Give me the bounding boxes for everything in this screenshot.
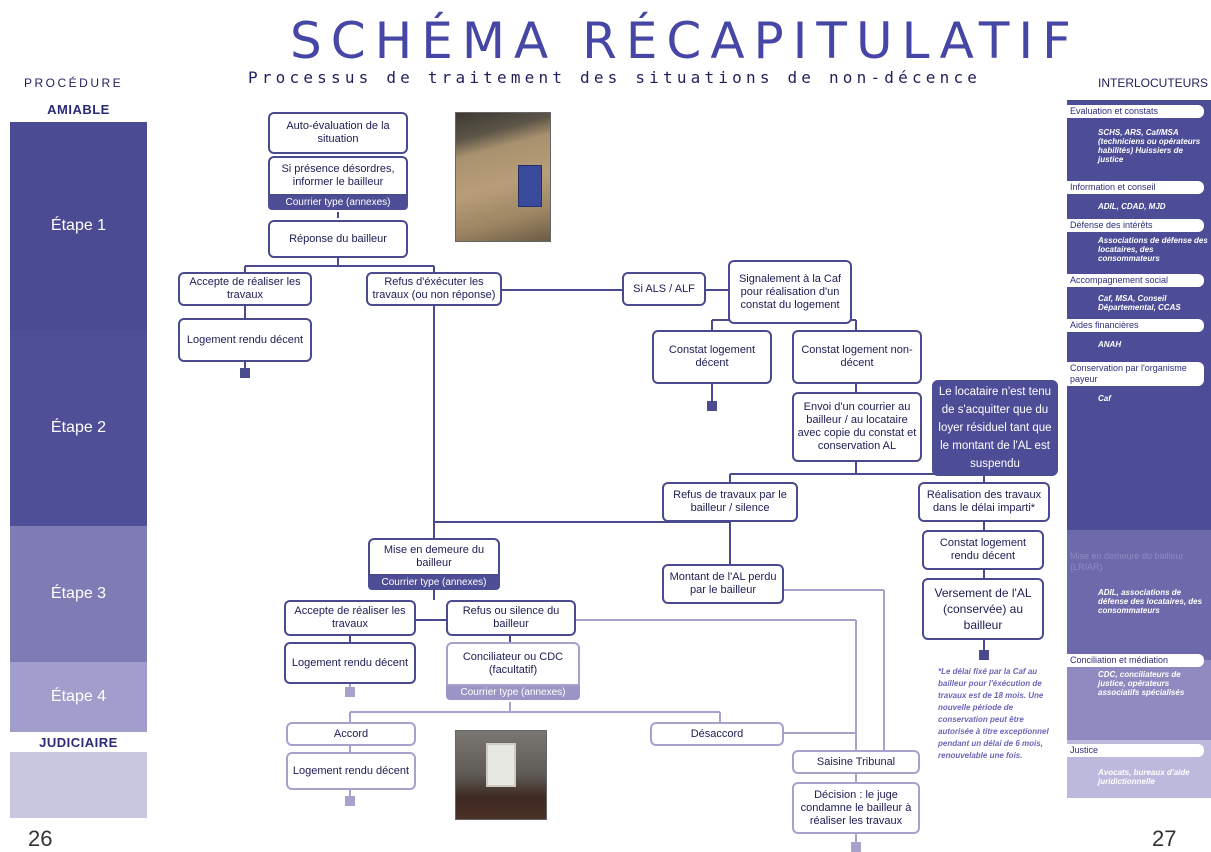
signalement-caf-box: Signalement à la Caf pour réalisation d'…	[728, 260, 852, 324]
page-number-left: 26	[28, 826, 53, 851]
interloc-defense-text: Associations de défense des locataires, …	[1098, 236, 1208, 263]
judiciaire-label: JUDICIAIRE	[39, 735, 118, 750]
facade-photo	[455, 112, 551, 242]
step-4-band: Étape 4	[10, 662, 147, 732]
refus-silence-box: Refus ou silence du bailleur	[446, 600, 576, 636]
right-band-dark	[1067, 100, 1211, 530]
decision-box: Décision : le juge condamne le bailleur …	[792, 782, 920, 834]
interloc-info-title: Information et conseil	[1067, 181, 1204, 194]
end-marker-3	[979, 650, 989, 660]
reponse-bailleur-box: Réponse du bailleur	[268, 220, 408, 258]
step-3-band: Étape 3	[10, 526, 147, 662]
accord-box: Accord	[286, 722, 416, 746]
step-2-band: Étape 2	[10, 330, 147, 526]
right-band-light	[1067, 660, 1211, 740]
constat-rendu-decent-box: Constat logement rendu décent	[922, 530, 1044, 570]
end-marker-5	[345, 796, 355, 806]
interloc-justice-title: Justice	[1067, 744, 1204, 757]
constat-decent-box: Constat logement décent	[652, 330, 772, 384]
interloc-conservation-text: Caf	[1098, 394, 1111, 403]
courrier-type-caption-3: Courrier type (annexes)	[446, 686, 580, 700]
mise-en-demeure-box: Mise en demeure du bailleur	[368, 538, 500, 576]
room-photo	[455, 730, 547, 820]
realisation-travaux-box: Réalisation des travaux dans le délai im…	[918, 482, 1050, 522]
interloc-aides-title: Aides financières	[1067, 319, 1204, 332]
step-3-label: Étape 3	[50, 585, 107, 602]
logement-decent-box-3: Logement rendu décent	[286, 752, 416, 790]
interloc-concil-title: Conciliation et médiation	[1067, 654, 1204, 667]
envoi-courrier-box: Envoi d'un courrier au bailleur / au loc…	[792, 392, 922, 462]
interloc-mise-title: Mise en demeure du bailleur (LR/AR)	[1070, 551, 1184, 572]
end-marker-4	[345, 687, 355, 697]
interloc-evaluation-title: Evaluation et constats	[1067, 105, 1204, 118]
page-subtitle: Processus de traitement des situations d…	[248, 68, 982, 87]
montant-al-perdu-box: Montant de l'AL perdu par le bailleur	[662, 564, 784, 604]
right-band-mid	[1067, 530, 1211, 660]
window-shape	[486, 743, 516, 787]
interloc-concil-text: CDC, conciliateurs de justice, opérateur…	[1098, 670, 1185, 697]
accepte-travaux-box-2: Accepte de réaliser les travaux	[284, 600, 416, 636]
interloc-accomp-title: Accompagnement social	[1067, 274, 1204, 287]
courrier-type-caption-1: Courrier type (annexes)	[268, 196, 408, 210]
judiciaire-band	[10, 752, 147, 818]
saisine-tribunal-box: Saisine Tribunal	[792, 750, 920, 774]
accepte-travaux-box-1: Accepte de réaliser les travaux	[178, 272, 312, 306]
desaccord-box: Désaccord	[650, 722, 784, 746]
informer-bailleur-box: Si présence désordres, informer le baill…	[268, 156, 408, 196]
procedure-label: PROCÉDURE	[24, 76, 124, 90]
shutter-shape	[518, 165, 542, 207]
step-1-label: Étape 1	[50, 217, 107, 234]
step-2-label: Étape 2	[50, 419, 107, 436]
end-marker-2	[707, 401, 717, 411]
interloc-accomp-text: Caf, MSA, Conseil Départemental, CCAS	[1098, 294, 1181, 312]
conciliateur-box: Conciliateur ou CDC (facultatif)	[446, 642, 580, 686]
refus-executer-box: Refus d'éxécuter les travaux (ou non rép…	[366, 272, 502, 306]
interloc-mise-text: ADIL, associations de défense des locata…	[1098, 588, 1203, 615]
page-title: SCHÉMA RÉCAPITULATIF	[290, 12, 1080, 70]
logement-decent-box-2: Logement rendu décent	[284, 642, 416, 684]
interloc-aides-text: ANAH	[1098, 340, 1122, 349]
auto-evaluation-box: Auto-évaluation de la situation	[268, 112, 408, 154]
constat-non-decent-box: Constat logement non-décent	[792, 330, 922, 384]
amiable-label: AMIABLE	[47, 102, 110, 117]
interloc-evaluation-text: SCHS, ARS, Caf/MSA (techniciens ou opéra…	[1098, 128, 1201, 164]
step-1-band: Étape 1	[10, 122, 147, 330]
locataire-tenu-box: Le locataire n'est tenu de s'acquitter q…	[932, 380, 1058, 476]
interloc-info-text: ADIL, CDAD, MJD	[1098, 202, 1166, 211]
end-marker-1	[240, 368, 250, 378]
logement-decent-box-1: Logement rendu décent	[178, 318, 312, 362]
refus-travaux-bailleur-box: Refus de travaux par le bailleur / silen…	[662, 482, 798, 522]
interloc-defense-title: Défense des intérêts	[1067, 219, 1204, 232]
end-marker-6	[851, 842, 861, 852]
interlocuteurs-label: INTERLOCUTEURS	[1098, 76, 1209, 90]
interloc-conservation-title: Conservation par l'organisme payeur	[1067, 362, 1204, 386]
versement-al-box: Versement de l'AL (conservée) au bailleu…	[922, 578, 1044, 640]
step-4-label: Étape 4	[50, 688, 107, 705]
interloc-justice-text: Avocats, bureaux d'aide juridictionnelle	[1098, 768, 1190, 786]
courrier-type-caption-2: Courrier type (annexes)	[368, 576, 500, 590]
footnote-text: *Le délai fixé par la Caf au bailleur po…	[938, 667, 1049, 760]
si-als-alf-box: Si ALS / ALF	[622, 272, 706, 306]
page-number-right: 27	[1152, 826, 1177, 851]
